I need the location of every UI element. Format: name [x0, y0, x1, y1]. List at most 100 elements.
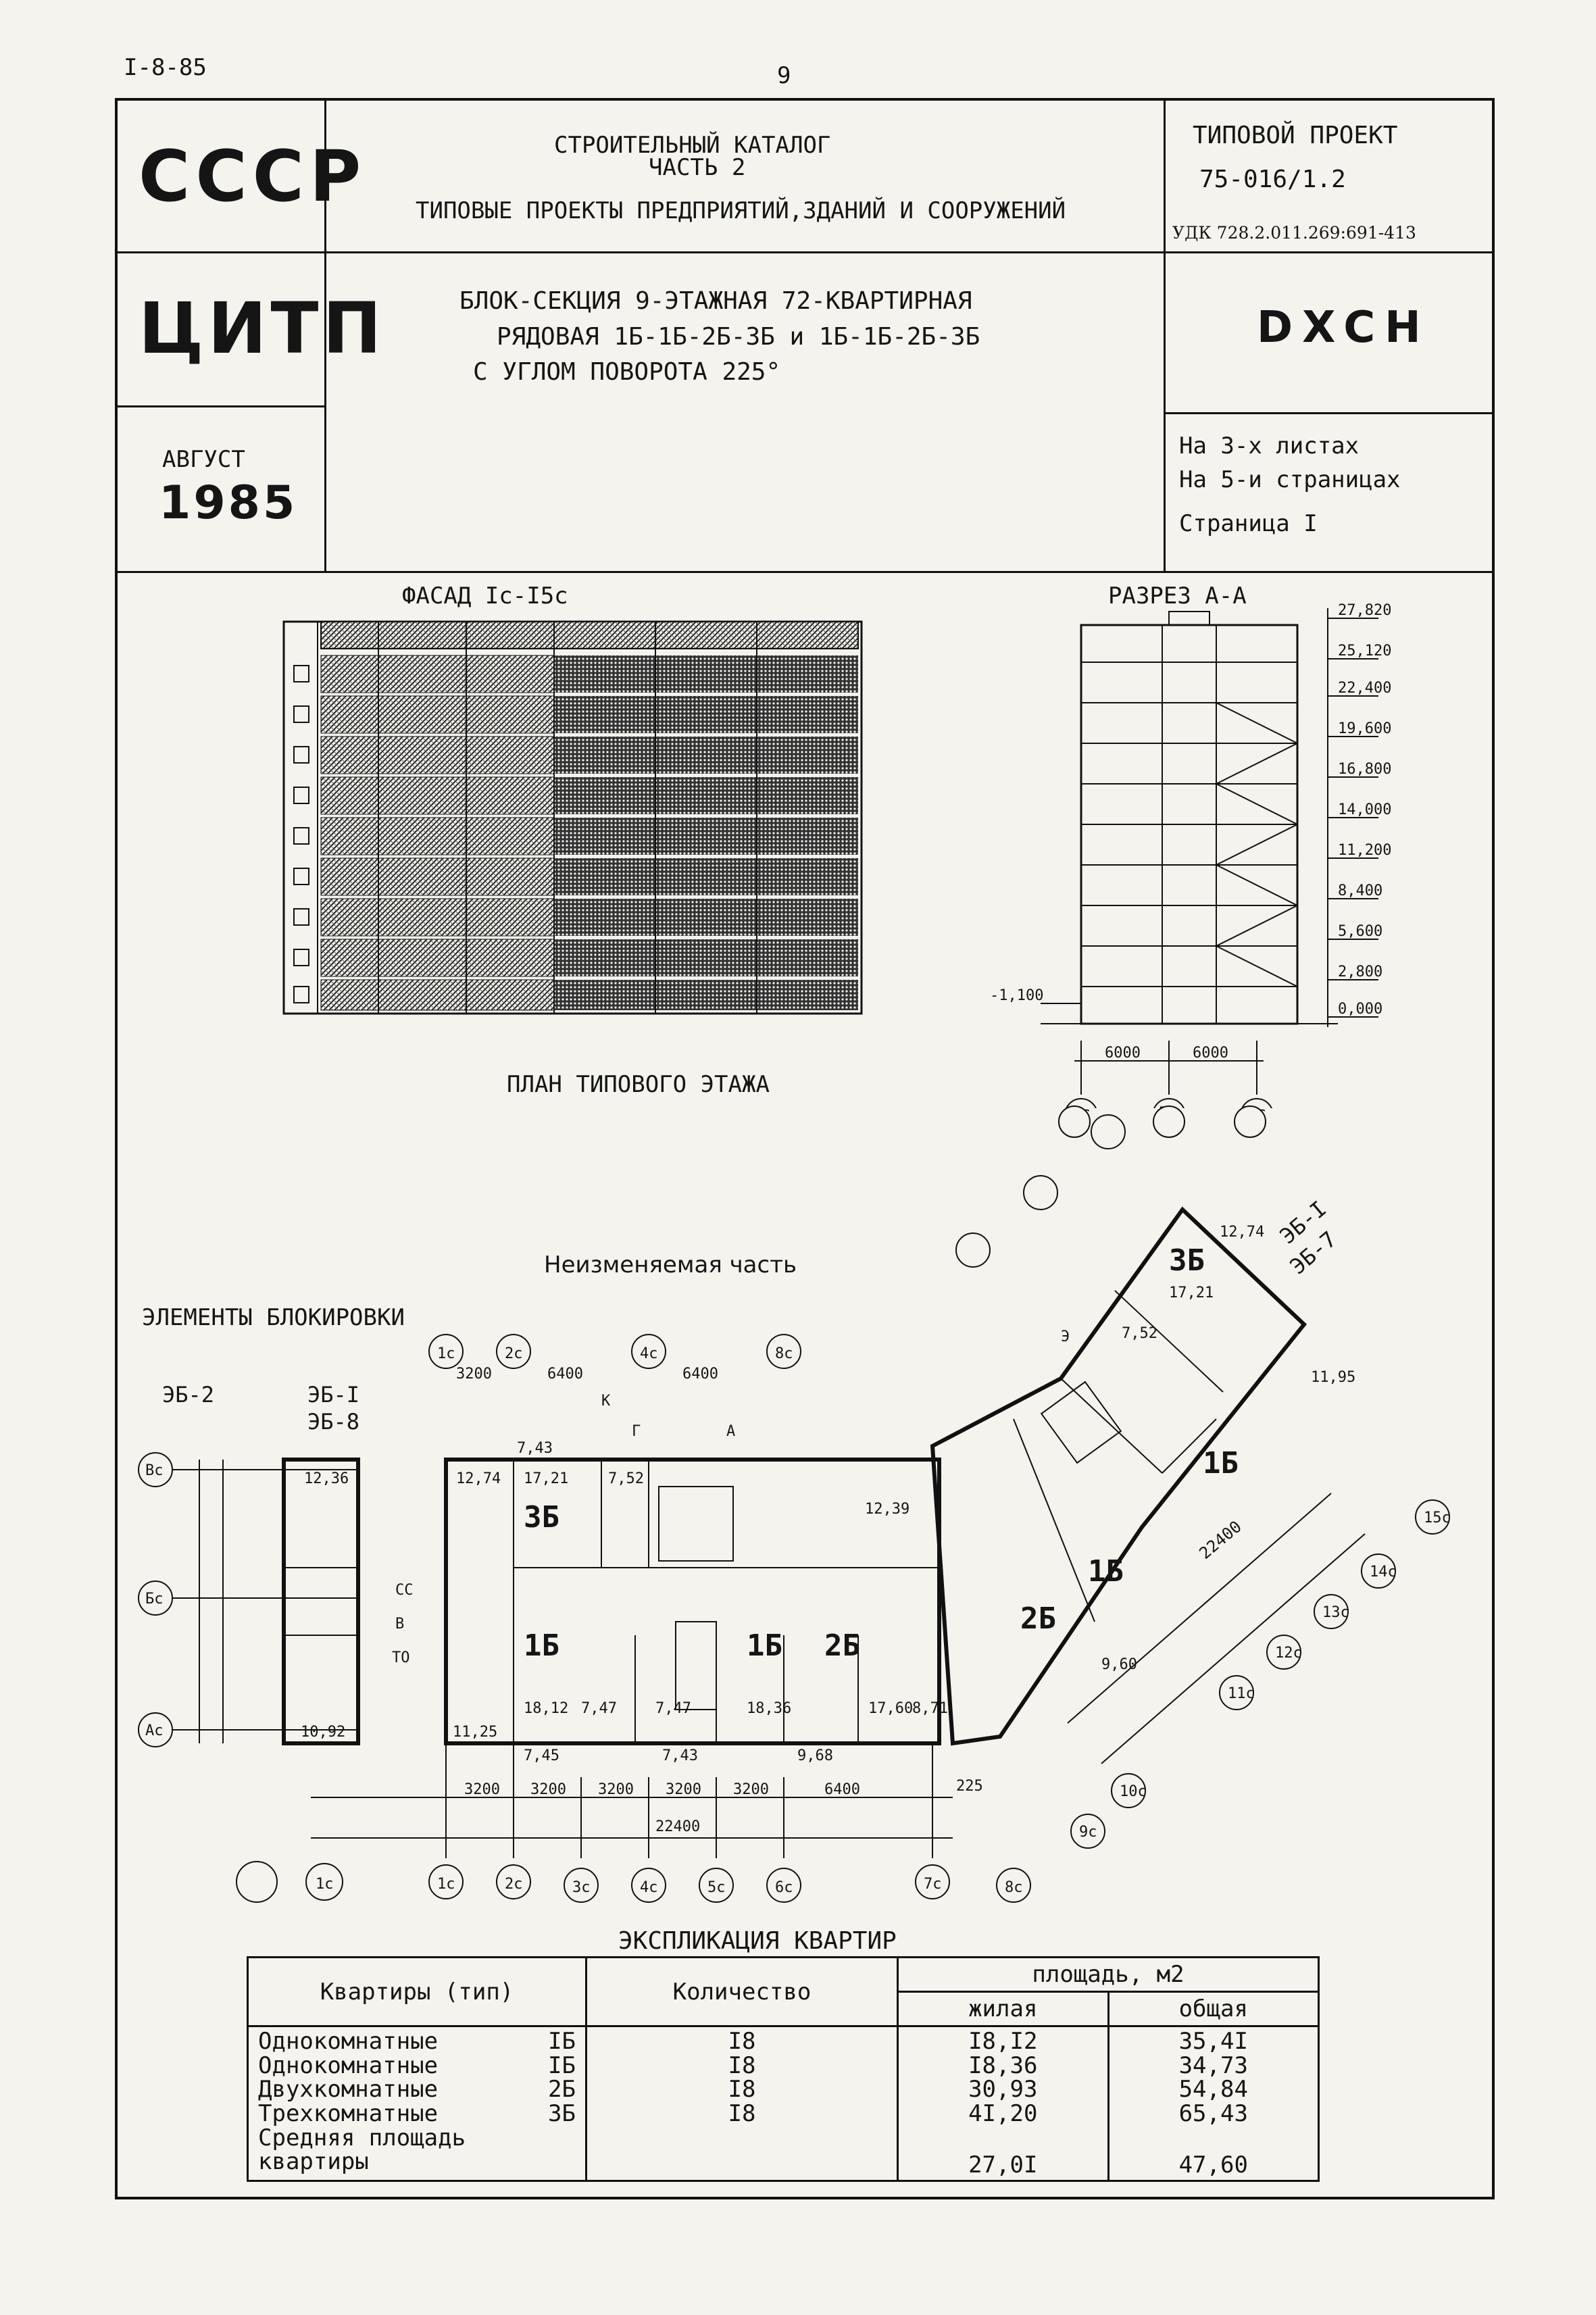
marker: Г	[632, 1423, 641, 1440]
room-area: 11,25	[453, 1724, 497, 1741]
dim: 6400	[547, 1366, 583, 1383]
floor-plan: 1с 2с 3с 4с 5с 6с 7с 8с 1с 1с 2с 4с 8с В…	[138, 1105, 1451, 1903]
axis-label: 2с	[505, 1876, 523, 1893]
dim: 3200	[666, 1781, 701, 1798]
explication-table: Квартиры (тип) Количество площадь, м2 жи…	[247, 1956, 1320, 2183]
level-label: 27,820	[1338, 602, 1391, 619]
eb2-label: ЭБ-2	[162, 1382, 215, 1408]
doc-code: I-8-85	[124, 54, 207, 81]
axis-label: 1с	[437, 1345, 455, 1362]
room-area: 17,21	[1169, 1285, 1214, 1301]
col-living: жилая	[897, 1991, 1109, 2027]
catalog-line2: ЧАСТЬ 2	[649, 154, 746, 181]
sheets-count: На 3-х листах	[1179, 432, 1360, 459]
year: 1985	[159, 476, 298, 530]
level-label: 22,400	[1338, 680, 1391, 697]
title-line1: БЛОК-СЕКЦИЯ 9-ЭТАЖНАЯ 72-КВАРТИРНАЯ	[459, 287, 972, 315]
dim: 22400	[655, 1818, 700, 1835]
axis-label: 3с	[572, 1879, 591, 1896]
room-area: 18,36	[747, 1700, 791, 1717]
eb1-label: ЭБ-I	[307, 1382, 360, 1408]
marker: В	[395, 1616, 404, 1633]
level-label: 5,600	[1338, 923, 1382, 940]
room-area: 7,43	[662, 1747, 698, 1764]
room-area: 17,21	[524, 1470, 568, 1487]
room-area: 7,47	[655, 1700, 691, 1717]
plan-title: ПЛАН ТИПОВОГО ЭТАЖА	[507, 1071, 770, 1098]
room-area: 17,60	[868, 1700, 913, 1717]
title-block-div2	[1164, 98, 1166, 571]
title-row2	[115, 405, 324, 407]
level-label: 11,200	[1338, 842, 1391, 859]
room-area: 12,39	[865, 1501, 909, 1518]
page-label: Страница I	[1179, 510, 1318, 537]
room-area: 7,47	[581, 1700, 617, 1717]
room-area: 10,92	[301, 1724, 345, 1741]
level-label: 0,000	[1338, 1001, 1382, 1018]
catalog-line1: СТРОИТЕЛЬНЫЙ КАТАЛОГ	[554, 132, 831, 159]
title-line3: С УГЛОМ ПОВОРОТА 225°	[473, 358, 781, 386]
bay-dim: 6000	[1105, 1045, 1141, 1062]
room-area: 9,60	[1101, 1656, 1137, 1673]
room-area: 7,45	[524, 1747, 559, 1764]
marker: СС	[395, 1582, 414, 1599]
title-row2b	[1164, 412, 1495, 414]
dim: 3200	[733, 1781, 769, 1798]
udk: УДК 728.2.011.269:691-413	[1172, 223, 1416, 243]
marker: А	[726, 1423, 735, 1440]
axis-label: 1с	[437, 1876, 455, 1893]
apt-type: 3Б	[1169, 1243, 1205, 1278]
facade-drawing	[282, 620, 863, 1015]
pages-count: На 5-и страницах	[1179, 466, 1401, 493]
marker: ТО	[392, 1649, 410, 1666]
axis-label: 10с	[1120, 1783, 1147, 1800]
level-label: 16,800	[1338, 761, 1391, 778]
axis-label: 11с	[1228, 1685, 1255, 1702]
month: АВГУСТ	[162, 446, 245, 473]
col-area: площадь, м2	[897, 1956, 1320, 1993]
level-label: 14,000	[1338, 801, 1391, 818]
marker: Э	[1061, 1328, 1070, 1345]
level-label: 25,120	[1338, 643, 1391, 659]
dim: 3200	[456, 1366, 492, 1383]
room-area: 18,12	[524, 1700, 568, 1717]
axis-label: 7с	[924, 1876, 942, 1893]
level-label: 2,800	[1338, 964, 1382, 980]
room-area: 7,52	[608, 1470, 644, 1487]
section-title: РАЗРЕЗ А-А	[1108, 582, 1247, 609]
org-citp: ЦИТП	[139, 287, 386, 370]
title-row1	[115, 251, 1495, 253]
drawing-frame	[115, 98, 1495, 2199]
axis-label: 6с	[775, 1879, 793, 1896]
dim: 6400	[824, 1781, 860, 1798]
code-dxch: DXCH	[1257, 303, 1430, 353]
axis-label: 8с	[775, 1345, 793, 1362]
room-area: 11,95	[1311, 1369, 1355, 1386]
room-area: 8,71	[912, 1700, 948, 1717]
axis-label: 1с	[316, 1876, 334, 1893]
col-total: общая	[1107, 1991, 1320, 2027]
bay-dim: 6000	[1193, 1045, 1228, 1062]
apt-type: 3Б	[524, 1500, 559, 1535]
axis-label: 15с	[1424, 1510, 1451, 1526]
apt-type: 1Б	[1203, 1446, 1239, 1480]
level-label: 19,600	[1338, 720, 1391, 737]
title-block-bottom	[115, 571, 1495, 573]
row-name: Однокомнатные IБ	[258, 2028, 576, 2055]
catalog-line3: ТИПОВЫЕ ПРОЕКТЫ ПРЕДПРИЯТИЙ,ЗДАНИЙ И СОО…	[416, 197, 1066, 224]
room-area: 9,68	[797, 1747, 833, 1764]
dim: 3200	[598, 1781, 634, 1798]
org-ussr: СССР	[139, 135, 367, 218]
title-block-div1	[324, 98, 326, 571]
axis-label: 5с	[707, 1879, 726, 1896]
facade-title: ФАСАД Iс-I5с	[402, 582, 568, 609]
marker: К	[601, 1393, 611, 1410]
avg-label: квартиры	[258, 2148, 369, 2176]
axis-label: Ас	[145, 1722, 164, 1739]
apt-type: 1Б	[747, 1628, 782, 1663]
room-area: 7,43	[517, 1440, 553, 1457]
axis-label: 2с	[505, 1345, 523, 1362]
project-label: ТИПОВОЙ ПРОЕКТ	[1193, 122, 1398, 149]
row-name: Однокомнатные IБ	[258, 2051, 576, 2079]
dim: 225	[956, 1778, 983, 1795]
